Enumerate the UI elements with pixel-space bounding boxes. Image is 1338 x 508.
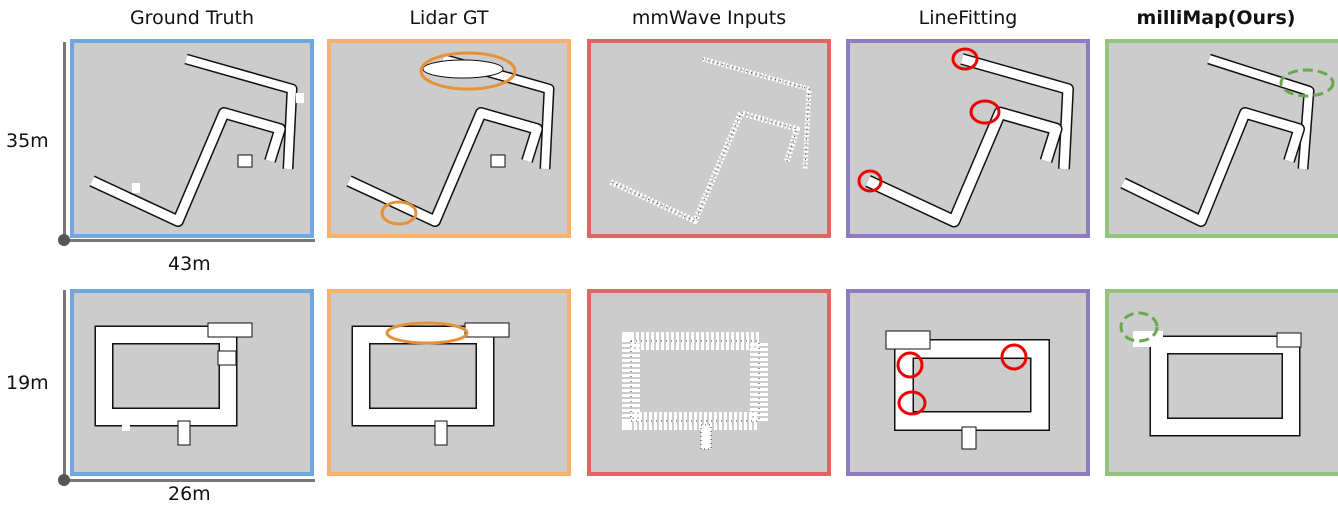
linefitting-highlight-circle bbox=[897, 390, 927, 416]
linefitting-highlight-circle bbox=[857, 169, 883, 193]
map-row1-linefitting bbox=[857, 47, 1074, 228]
map-row2-lidar-gt bbox=[351, 321, 510, 446]
linefitting-highlight-circle bbox=[896, 351, 924, 379]
column-title-ground-truth: Ground Truth bbox=[129, 7, 255, 29]
ours-highlight-ellipse bbox=[1279, 68, 1335, 98]
panel-row2-millimap-ours bbox=[1105, 289, 1338, 476]
row2-width-label: 26m bbox=[168, 483, 211, 505]
map-row2-millimap-ours bbox=[1119, 311, 1302, 437]
row1-width-label: 43m bbox=[168, 253, 211, 275]
map-row2-linefitting bbox=[885, 330, 1050, 450]
map-row1-millimap-ours bbox=[1120, 53, 1335, 227]
map-row2-mmwave-inputs bbox=[622, 332, 768, 450]
panel-row1-millimap-ours bbox=[1105, 39, 1338, 238]
lidar-highlight-ellipse bbox=[380, 200, 418, 226]
ours-highlight-ellipse bbox=[1119, 311, 1159, 343]
linefitting-highlight-circle bbox=[1000, 343, 1028, 371]
row2-width-axis bbox=[63, 479, 315, 482]
panel-row1-mmwave-inputs bbox=[587, 39, 831, 238]
column-title-linefitting: LineFitting bbox=[918, 7, 1018, 29]
row1-width-axis bbox=[63, 239, 315, 242]
row1-height-axis bbox=[63, 42, 66, 240]
map-row1-mmwave-inputs bbox=[607, 56, 812, 224]
panel-row2-mmwave-inputs bbox=[587, 289, 831, 476]
panel-row1-ground-truth bbox=[70, 39, 314, 238]
column-title-millimap-ours: milliMap(Ours) bbox=[1136, 7, 1296, 29]
linefitting-highlight-circle bbox=[969, 99, 1001, 125]
row1-height-label: 35m bbox=[6, 130, 49, 152]
lidar-highlight-ellipse bbox=[385, 321, 469, 345]
map-row1-ground-truth bbox=[89, 53, 304, 227]
panel-row2-linefitting bbox=[846, 289, 1090, 476]
row2-height-label: 19m bbox=[6, 372, 49, 394]
row1-axis-origin bbox=[58, 234, 70, 246]
panel-row1-linefitting bbox=[846, 39, 1090, 238]
map-row2-ground-truth bbox=[94, 322, 253, 446]
lidar-highlight-ellipse bbox=[419, 51, 517, 91]
panel-row1-lidar-gt bbox=[327, 39, 571, 238]
column-title-lidar-gt: Lidar GT bbox=[409, 7, 489, 29]
row2-axis-origin bbox=[58, 474, 70, 486]
panel-row2-lidar-gt bbox=[327, 289, 571, 476]
row2-height-axis bbox=[63, 290, 66, 480]
column-title-mmwave-inputs: mmWave Inputs bbox=[631, 7, 787, 29]
map-row1-lidar-gt bbox=[346, 51, 555, 227]
linefitting-highlight-circle bbox=[951, 47, 979, 71]
panel-row2-ground-truth bbox=[70, 289, 314, 476]
